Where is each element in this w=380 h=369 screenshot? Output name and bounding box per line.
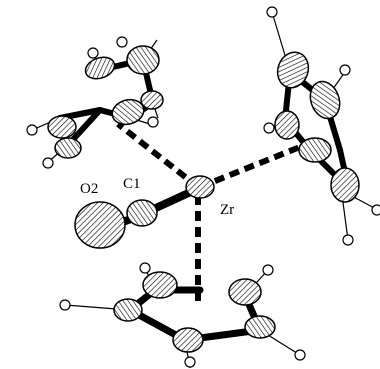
- cyclopentadienyl-ring-3: [59, 262, 306, 369]
- carbon-atom: [244, 315, 276, 339]
- carbon-atom: [274, 110, 300, 140]
- hydrogen-atom: [139, 262, 151, 274]
- carbon-atom-c1: [126, 199, 158, 227]
- carbon-atom: [276, 51, 310, 89]
- hydrogen-atom: [262, 264, 274, 276]
- hydrogen-atom: [116, 36, 128, 48]
- carbon-atom: [113, 298, 143, 322]
- zirconium-atom: [185, 175, 215, 199]
- carbon-atom: [172, 327, 204, 353]
- carbon-atom: [298, 137, 332, 163]
- hydrogen-atom: [59, 299, 71, 311]
- hydrogen-atom: [26, 124, 38, 136]
- label-o2: O2: [80, 181, 98, 197]
- cyclopentadienyl-ring-1: [26, 36, 164, 169]
- hydrogen-atom: [147, 116, 159, 128]
- carbonyl-ligand: [74, 186, 199, 249]
- hydrogen-atom: [339, 64, 351, 76]
- hydrogen-atom: [266, 6, 278, 18]
- hydrogen-atom: [42, 157, 54, 169]
- carbon-atom: [84, 56, 116, 80]
- carbon-atom: [111, 98, 145, 126]
- hydrogen-atom: [87, 47, 99, 59]
- carbon-atom: [126, 45, 160, 75]
- hydrogen-atom: [371, 204, 380, 216]
- bond-zr-ring2: [198, 142, 307, 190]
- carbon-atom: [47, 115, 77, 139]
- carbon-atom: [142, 271, 178, 299]
- carbon-atom: [309, 80, 341, 120]
- carbon-atom: [330, 167, 360, 203]
- label-zr: Zr: [220, 202, 234, 218]
- carbon-atom: [54, 137, 82, 159]
- zr-centroid-bonds: [116, 121, 307, 305]
- oxygen-atom-o2: [74, 201, 126, 249]
- bond-zr-ring1: [116, 121, 200, 190]
- hydrogen-atom: [184, 356, 196, 368]
- carbon-atom: [228, 278, 262, 306]
- hydrogen-atom: [263, 122, 275, 134]
- carbon-atom: [140, 90, 164, 110]
- hydrogen-atom: [294, 349, 306, 361]
- hydrogen-atom: [342, 234, 354, 246]
- cyclopentadienyl-ring-2: [263, 6, 380, 246]
- label-c1: C1: [123, 176, 141, 192]
